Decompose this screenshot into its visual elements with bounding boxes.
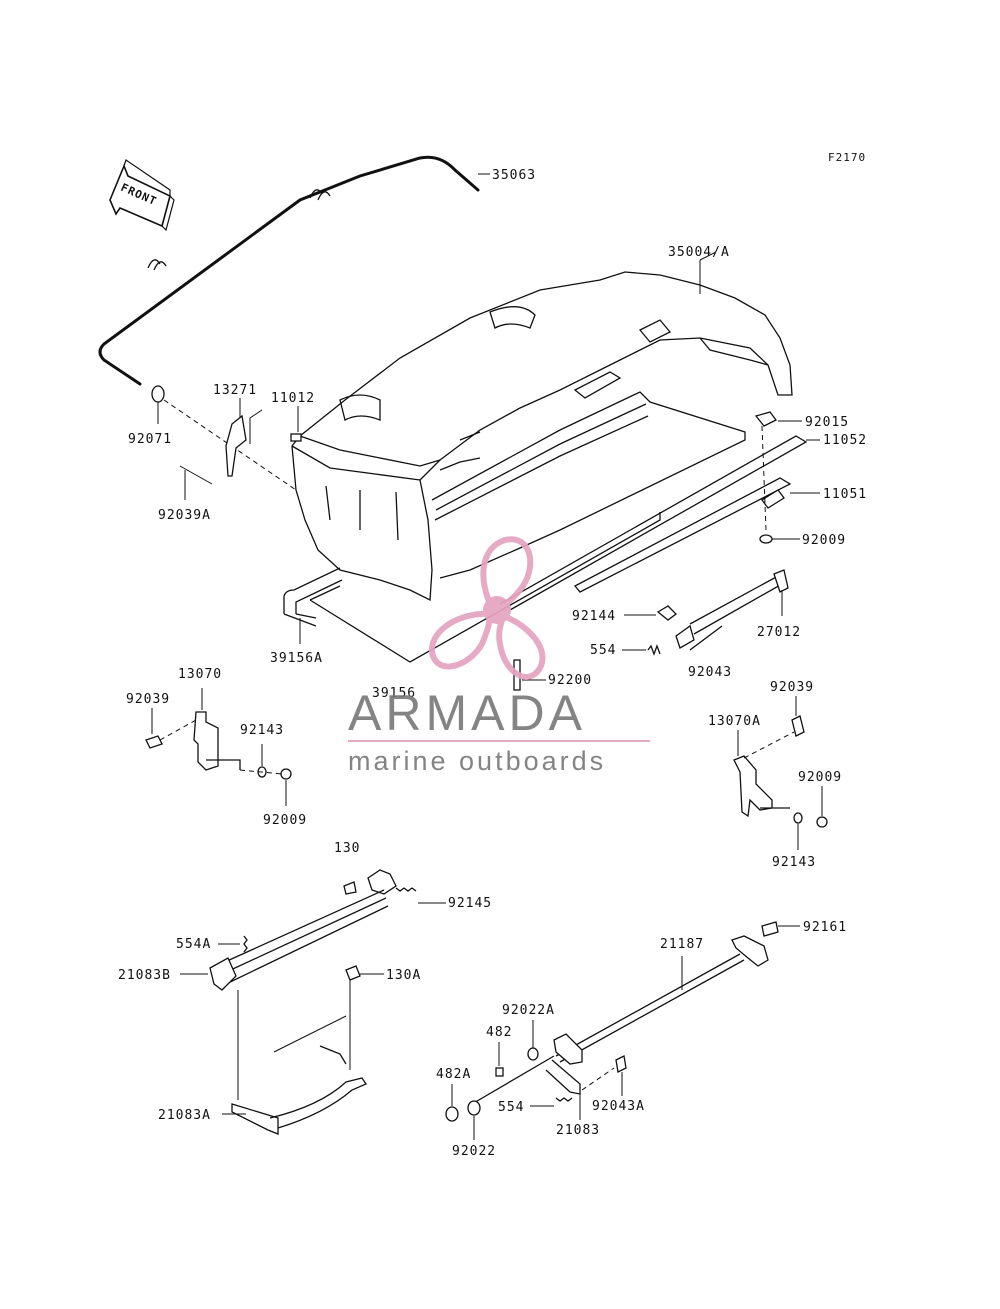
label-130a: 130A xyxy=(386,968,421,983)
label-21187: 21187 xyxy=(660,937,704,952)
label-92143-left: 92143 xyxy=(240,723,284,738)
label-21083b: 21083B xyxy=(118,968,171,983)
label-27012: 27012 xyxy=(757,625,801,640)
label-92071: 92071 xyxy=(128,432,172,447)
washer-92009-top xyxy=(759,534,800,544)
label-92009-top: 92009 xyxy=(802,533,846,548)
label-482a: 482A xyxy=(436,1067,471,1082)
label-39156a: 39156A xyxy=(270,651,323,666)
label-92022: 92022 xyxy=(452,1144,496,1159)
label-92043a: 92043A xyxy=(592,1099,645,1114)
label-13070a: 13070A xyxy=(708,714,761,729)
label-13271: 13271 xyxy=(213,383,257,398)
engine-cover-35004a xyxy=(291,271,793,602)
label-92015: 92015 xyxy=(805,415,849,430)
latch-assembly-left xyxy=(180,869,446,1135)
label-21083: 21083 xyxy=(556,1123,600,1138)
rail-11051 xyxy=(573,477,820,593)
label-130: 130 xyxy=(334,841,360,856)
label-554-right: 554 xyxy=(498,1100,524,1115)
spring-554 xyxy=(622,644,661,656)
label-11012: 11012 xyxy=(271,391,315,406)
hinge-13070 xyxy=(145,688,292,806)
label-92161: 92161 xyxy=(803,920,847,935)
bracket-13271 xyxy=(225,398,247,477)
label-92143-right: 92143 xyxy=(772,855,816,870)
label-92200: 92200 xyxy=(548,673,592,688)
label-92039-right: 92039 xyxy=(770,680,814,695)
label-13070: 13070 xyxy=(178,667,222,682)
hinge-13070a xyxy=(733,696,828,850)
label-554: 554 xyxy=(590,643,616,658)
plate-11012 xyxy=(249,406,302,444)
label-92145: 92145 xyxy=(448,896,492,911)
label-39156: 39156 xyxy=(372,686,416,701)
label-21083a: 21083A xyxy=(158,1108,211,1123)
base-plate xyxy=(309,512,661,663)
screw-92039a xyxy=(179,465,213,500)
grommet-92071 xyxy=(151,385,297,491)
label-11052: 11052 xyxy=(823,433,867,448)
label-92009-left: 92009 xyxy=(263,813,307,828)
label-554a: 554A xyxy=(176,937,211,952)
armada-watermark: ARMADA marine outboards xyxy=(348,536,650,776)
label-92009-right: 92009 xyxy=(798,770,842,785)
label-92022a: 92022A xyxy=(502,1003,555,1018)
label-35063: 35063 xyxy=(492,168,536,183)
propeller-logo-icon xyxy=(428,536,546,680)
figure-code: F2170 xyxy=(828,151,866,164)
pipe-39156a xyxy=(283,567,343,644)
cable-35063 xyxy=(98,155,490,386)
label-35004a: 35004/A xyxy=(668,245,730,260)
label-92043: 92043 xyxy=(688,665,732,680)
label-92144: 92144 xyxy=(572,609,616,624)
watermark-name: ARMADA xyxy=(348,685,586,741)
label-92039a: 92039A xyxy=(158,508,211,523)
rail-11052 xyxy=(499,435,820,611)
clip-92015 xyxy=(754,411,802,531)
watermark-tagline: marine outboards xyxy=(348,746,606,776)
front-arrow-icon: FRONT xyxy=(109,159,175,232)
clip-92144 xyxy=(624,605,677,621)
label-92039-left: 92039 xyxy=(126,692,170,707)
label-482: 482 xyxy=(486,1025,512,1040)
latch-27012 xyxy=(675,569,789,651)
latch-assembly-right xyxy=(445,921,800,1140)
label-11051: 11051 xyxy=(823,487,867,502)
